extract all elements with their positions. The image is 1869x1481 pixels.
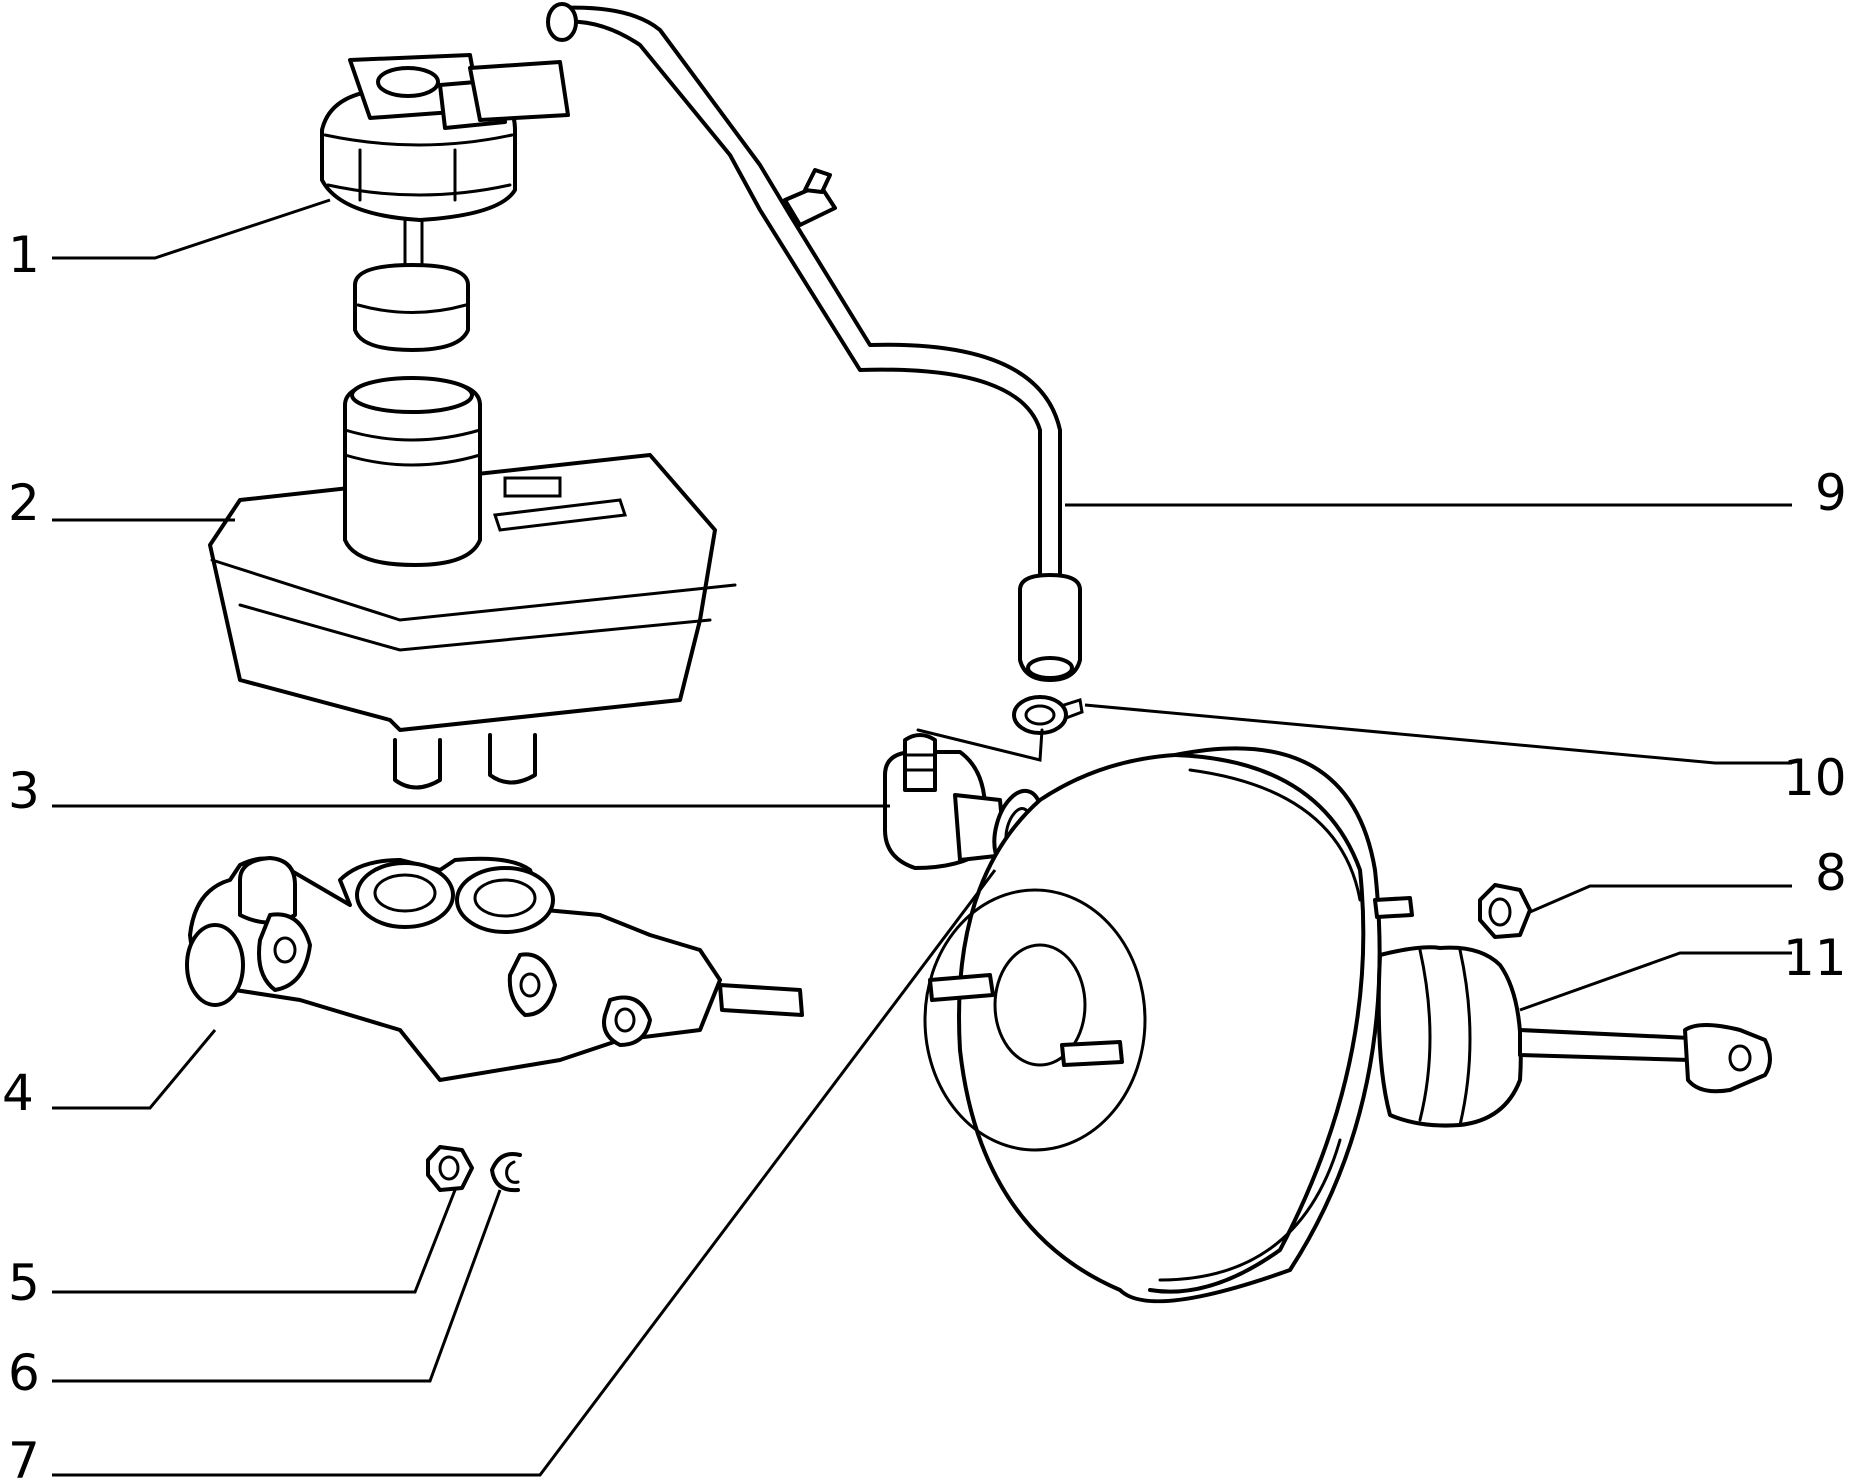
callout-2: 2 bbox=[8, 474, 40, 532]
part-nut-5 bbox=[426, 1145, 474, 1192]
callout-6: 6 bbox=[8, 1344, 40, 1402]
callout-9: 9 bbox=[1815, 464, 1847, 522]
part-brake-booster bbox=[923, 746, 1414, 1304]
part-washer-6 bbox=[490, 1152, 522, 1193]
part-booster-boot-pushrod bbox=[1376, 945, 1772, 1128]
callout-11: 11 bbox=[1783, 929, 1847, 987]
callout-3: 3 bbox=[8, 762, 40, 820]
part-vacuum-fitting bbox=[883, 733, 1007, 870]
leader-6 bbox=[52, 1189, 502, 1383]
leader-7 bbox=[52, 869, 997, 1477]
part-reservoir-cap bbox=[320, 53, 570, 352]
leader-8 bbox=[1529, 884, 1792, 914]
leader-5 bbox=[52, 1189, 457, 1294]
part-vacuum-hose bbox=[546, 2, 1082, 682]
leader-lines bbox=[52, 198, 1792, 1477]
callout-labels: 1 2 3 4 5 6 7 8 9 10 11 bbox=[2, 226, 1847, 1481]
callout-7: 7 bbox=[8, 1432, 40, 1481]
leader-4 bbox=[52, 1029, 217, 1110]
callout-10: 10 bbox=[1783, 749, 1847, 807]
part-nut-8 bbox=[1478, 883, 1532, 939]
callout-5: 5 bbox=[8, 1254, 40, 1312]
leader-11 bbox=[1519, 951, 1792, 1012]
leader-10 bbox=[1084, 703, 1792, 765]
callout-8: 8 bbox=[1815, 844, 1847, 902]
part-hose-clamp bbox=[916, 695, 1084, 762]
part-master-cylinder bbox=[185, 856, 804, 1082]
callout-4: 4 bbox=[2, 1064, 34, 1122]
callout-1: 1 bbox=[8, 226, 40, 284]
part-fluid-reservoir bbox=[208, 376, 737, 790]
leader-1 bbox=[52, 198, 331, 260]
